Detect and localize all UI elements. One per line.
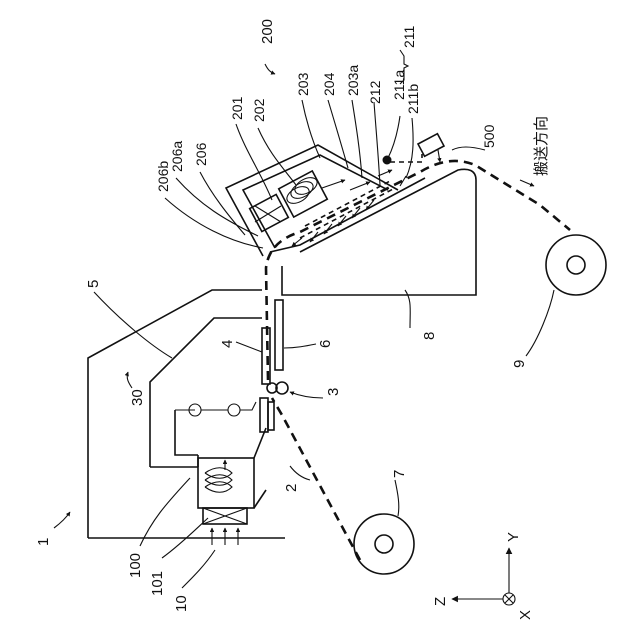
label-206a: 206a [169, 141, 185, 172]
axis-label-x: X [517, 610, 534, 620]
label-200: 200 [259, 19, 276, 44]
label-206: 206 [193, 142, 209, 166]
coordinate-axes [452, 548, 515, 605]
label-1: 1 [35, 538, 52, 546]
label-9: 9 [511, 360, 528, 368]
label-conveying-direction: 搬送方向 [532, 116, 550, 176]
label-30: 30 [129, 389, 146, 406]
roll-7 [354, 514, 414, 574]
apparatus-housing [88, 290, 285, 538]
label-500: 500 [481, 124, 497, 148]
label-203: 203 [295, 72, 311, 96]
label-206b: 206b [155, 161, 171, 192]
roll-9 [546, 235, 606, 295]
axis-label-z: Z [432, 597, 449, 606]
label-10: 10 [173, 595, 190, 612]
label-100: 100 [127, 553, 144, 578]
label-204: 204 [321, 72, 337, 96]
label-203a: 203a [345, 65, 361, 96]
heater-101 [203, 508, 247, 545]
label-211: 211 [401, 25, 417, 48]
label-4: 4 [219, 340, 236, 348]
label-2: 2 [283, 484, 300, 492]
blower-100 [198, 428, 266, 508]
label-8: 8 [421, 332, 438, 340]
label-5: 5 [85, 280, 102, 288]
label-212: 212 [367, 80, 383, 104]
leader-lines [54, 50, 554, 588]
label-202: 202 [251, 98, 267, 122]
labels: 200 203 204 203a 211a 211 212 211b 202 2… [35, 19, 550, 620]
label-101: 101 [149, 571, 166, 596]
label-7: 7 [391, 470, 408, 478]
label-3: 3 [325, 388, 342, 396]
label-201: 201 [229, 96, 245, 120]
unit-30-housing [150, 318, 262, 467]
axis-label-y: Y [505, 532, 522, 542]
direction-arrow [520, 180, 534, 186]
label-6: 6 [317, 340, 334, 348]
nozzle-and-rollers [260, 300, 288, 432]
label-211b: 211b [405, 84, 421, 114]
